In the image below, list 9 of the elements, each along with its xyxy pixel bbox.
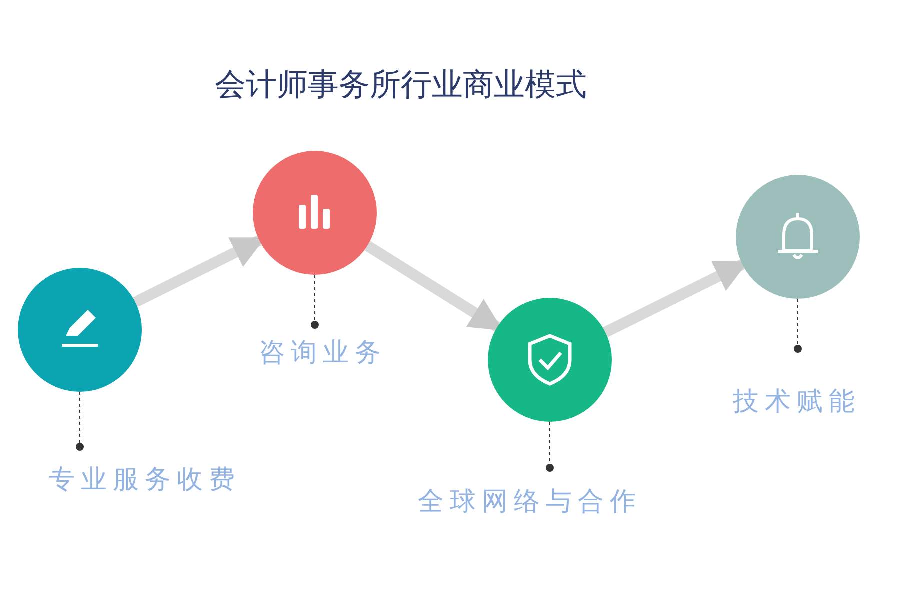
node-caption: 全球网络与合作	[418, 487, 642, 517]
diagram-title: 会计师事务所行业商业模式	[215, 66, 587, 105]
node-caption: 专业服务收费	[49, 465, 241, 495]
leader-line	[76, 392, 84, 451]
node-caption: 咨询业务	[259, 338, 387, 368]
leader-line	[546, 422, 554, 472]
leader-line	[794, 298, 802, 353]
node-caption: 技术赋能	[733, 387, 861, 417]
leader-line	[311, 274, 319, 329]
